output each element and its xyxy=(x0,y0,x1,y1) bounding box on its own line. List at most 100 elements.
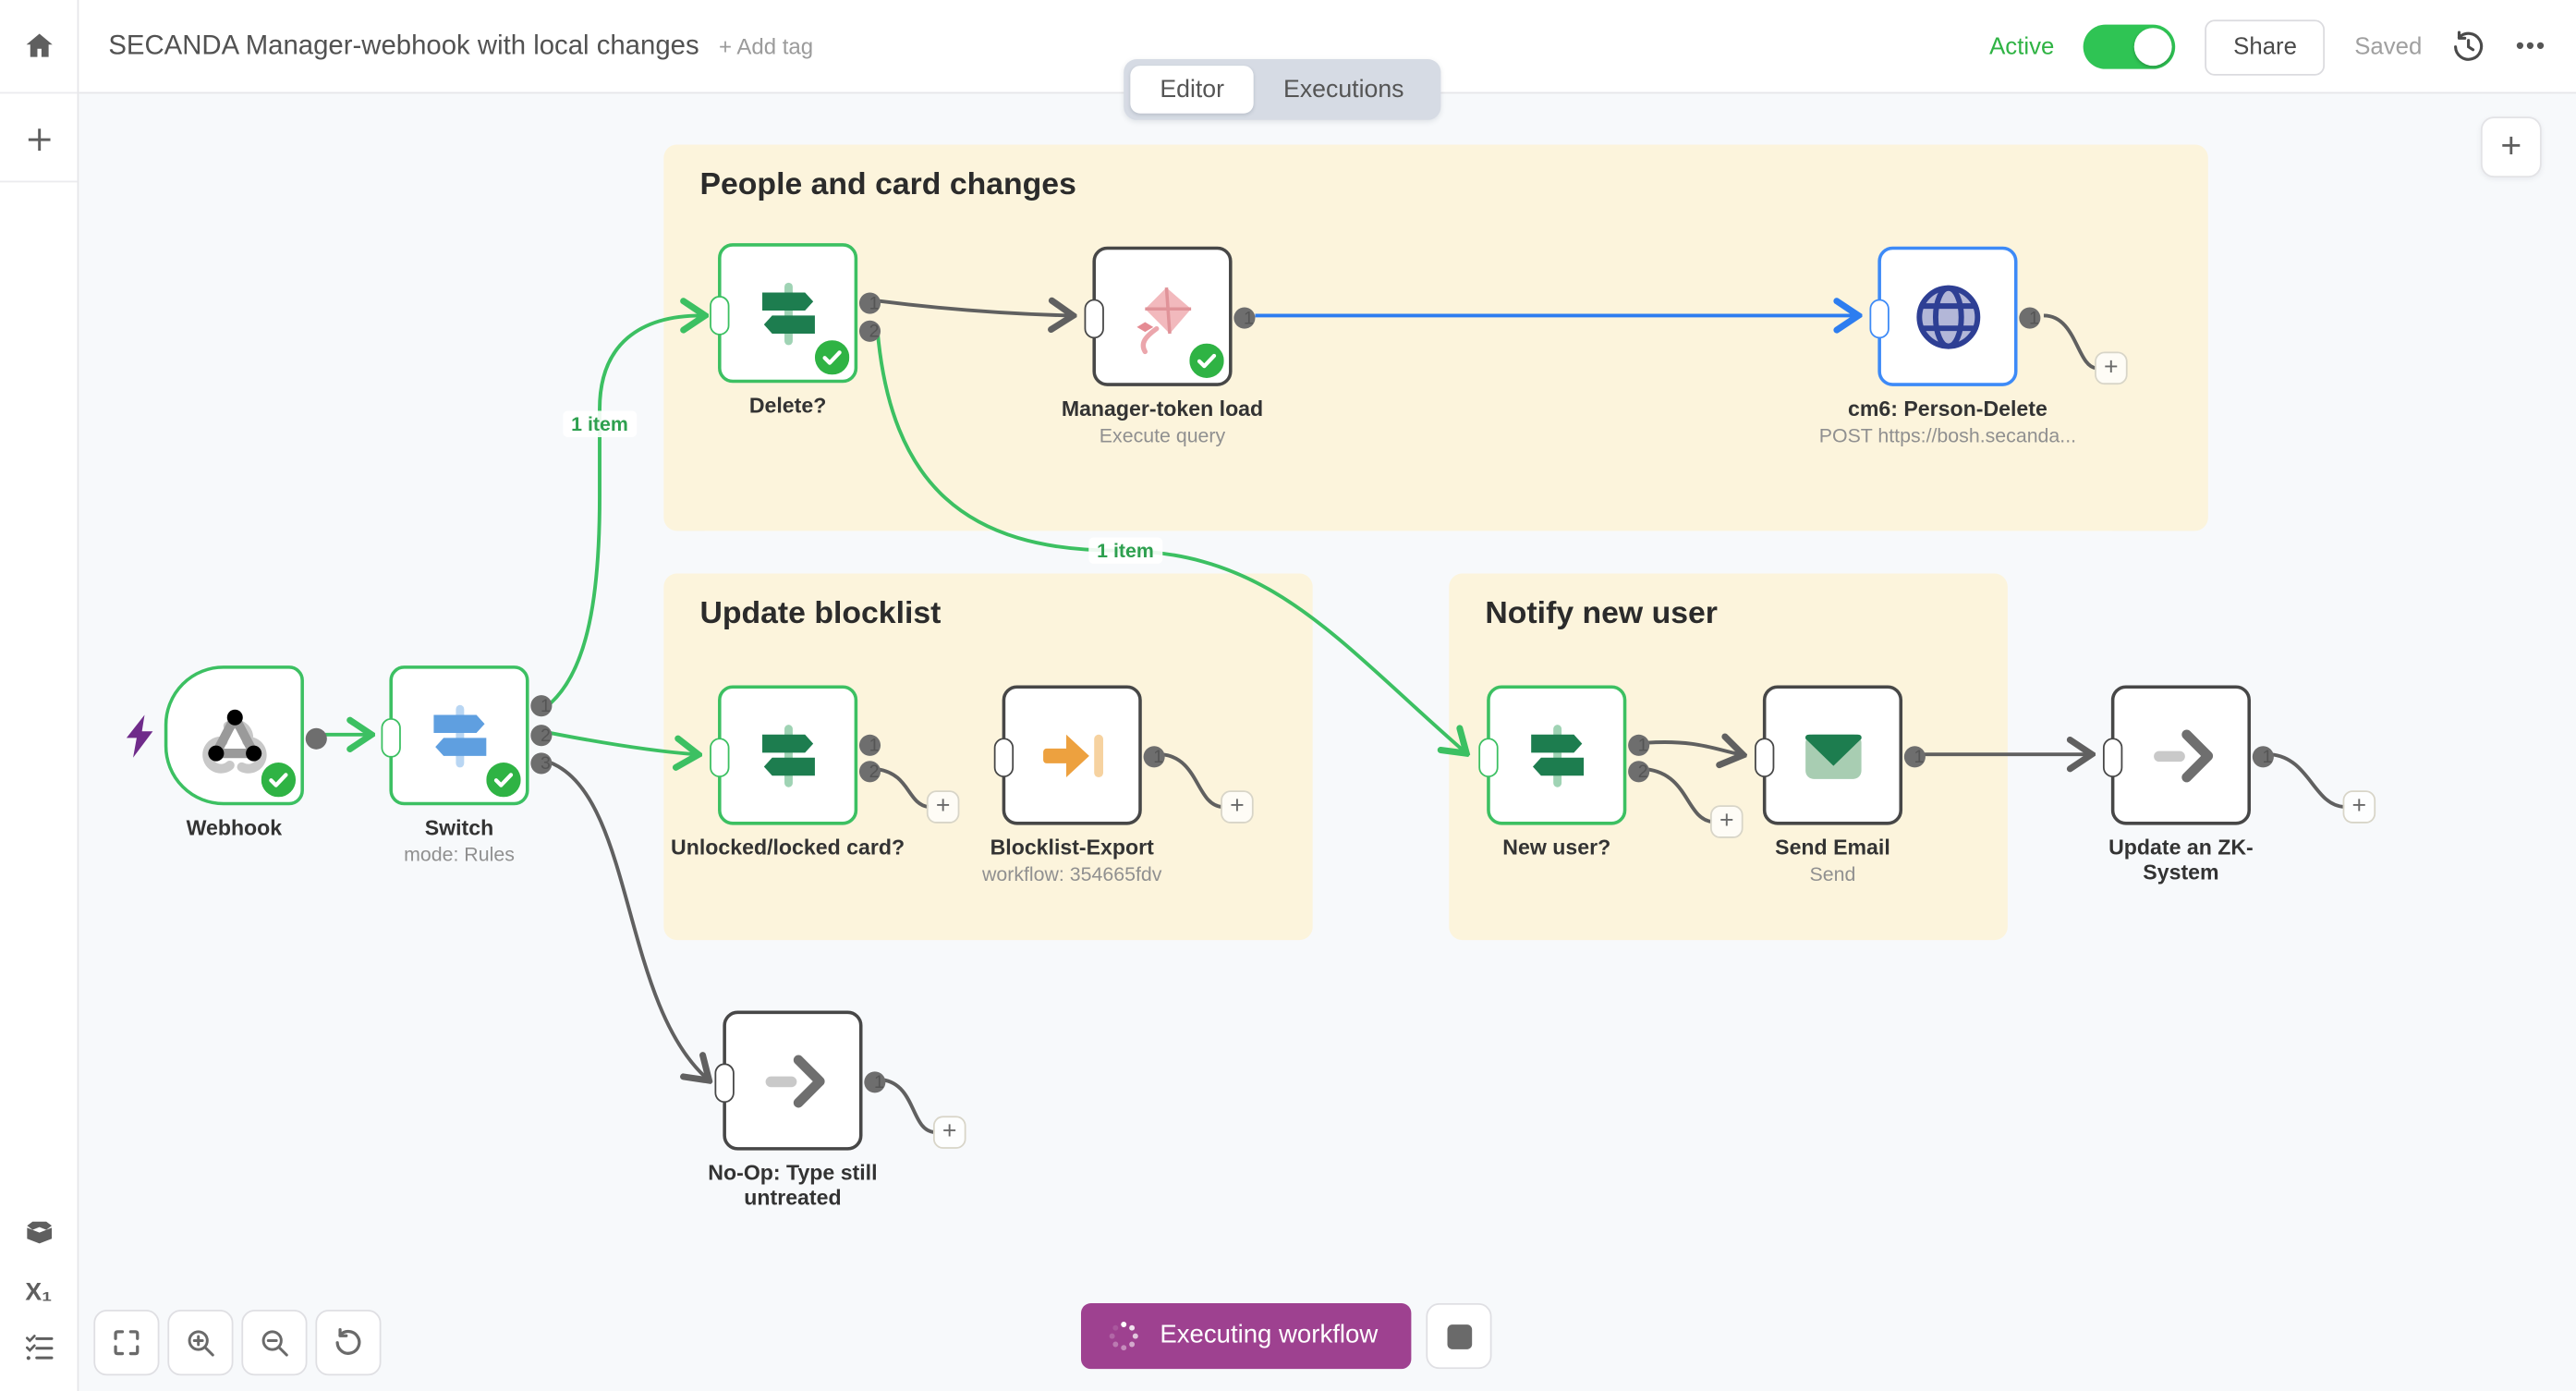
active-label: Active xyxy=(1989,33,2055,60)
wire-switch2-unlocked[interactable] xyxy=(550,731,695,754)
output-port[interactable] xyxy=(1143,746,1165,768)
executing-workflow-button[interactable]: Executing workflow xyxy=(1080,1303,1411,1370)
workflow-canvas[interactable]: People and card changes Update blocklist… xyxy=(79,93,2576,1391)
input-port[interactable] xyxy=(1869,299,1889,339)
items-count-label: 1 item xyxy=(1088,537,1162,564)
node-webhook[interactable]: Webhook xyxy=(164,665,327,840)
home-button[interactable] xyxy=(0,13,78,79)
output-port[interactable] xyxy=(1233,307,1256,329)
share-button[interactable]: Share xyxy=(2205,18,2326,75)
tab-editor[interactable]: Editor xyxy=(1130,66,1255,114)
output-port[interactable] xyxy=(530,695,553,717)
output-port[interactable] xyxy=(858,734,881,756)
node-name: Switch xyxy=(424,814,494,840)
input-port[interactable] xyxy=(710,738,730,778)
node-new-user[interactable]: 1 2 New user? xyxy=(1478,685,1650,860)
noop-arrow-icon xyxy=(2153,728,2213,782)
add-connected-node-button[interactable]: + xyxy=(926,790,960,824)
fit-view-button[interactable] xyxy=(93,1310,160,1376)
wire-noop-plus[interactable] xyxy=(881,1078,936,1135)
add-connected-node-button[interactable]: + xyxy=(2095,351,2128,385)
node-blocklist-export[interactable]: 1 Blocklist-Export workflow: 354665fdv xyxy=(982,685,1165,886)
if-signpost-icon xyxy=(761,724,815,787)
reset-zoom-icon xyxy=(335,1328,361,1355)
sticky-note-update-blocklist[interactable]: Update blocklist xyxy=(663,573,1313,941)
add-tag-button[interactable]: + Add tag xyxy=(718,33,814,59)
templates-button[interactable] xyxy=(0,1200,78,1265)
output-port[interactable] xyxy=(858,761,881,783)
wire-unlocked2-plus[interactable] xyxy=(877,767,930,809)
add-connected-node-button[interactable]: + xyxy=(2342,790,2376,824)
output-port[interactable] xyxy=(864,1071,886,1093)
input-port[interactable] xyxy=(1478,738,1499,778)
output-port-label: 1 xyxy=(869,736,880,756)
active-toggle[interactable] xyxy=(2084,24,2176,69)
zoom-in-button[interactable] xyxy=(167,1310,234,1376)
output-port[interactable] xyxy=(530,725,553,747)
fit-view-icon xyxy=(114,1330,140,1356)
zoom-out-button[interactable] xyxy=(241,1310,308,1376)
wire-delete2-newuser[interactable] xyxy=(875,328,1464,751)
output-port[interactable] xyxy=(1903,746,1926,768)
variables-button[interactable]: X₁ xyxy=(0,1259,78,1324)
execute-workflow-icon xyxy=(1042,733,1103,777)
output-port-label: 1 xyxy=(869,294,880,314)
tab-executions[interactable]: Executions xyxy=(1283,75,1404,104)
input-port[interactable] xyxy=(1755,738,1775,778)
input-port[interactable] xyxy=(381,718,401,758)
add-connected-node-button[interactable]: + xyxy=(932,1116,966,1149)
node-name: cm6: Person-Delete xyxy=(1848,396,2047,421)
stop-icon xyxy=(1446,1324,1472,1348)
node-delete-question[interactable]: 1 2 Delete? xyxy=(710,243,881,418)
reset-zoom-button[interactable] xyxy=(315,1310,382,1376)
stop-execution-button[interactable] xyxy=(1426,1303,1492,1370)
node-subtitle: workflow: 354665fdv xyxy=(981,863,1162,886)
add-node-button[interactable]: + xyxy=(2480,116,2542,178)
wire-switch1-delete[interactable] xyxy=(549,315,702,705)
workflow-title[interactable]: SECANDA Manager-webhook with local chang… xyxy=(108,30,699,60)
wire-updatezk-plus[interactable] xyxy=(2270,752,2345,810)
add-workflow-button[interactable] xyxy=(0,107,78,173)
output-port[interactable] xyxy=(2019,307,2041,329)
node-unlocked-locked-card[interactable]: 1 2 Unlocked/locked card? xyxy=(671,685,905,860)
add-connected-node-button[interactable]: + xyxy=(1710,805,1744,838)
output-port[interactable] xyxy=(1628,761,1650,783)
trigger-bolt-icon xyxy=(126,714,153,758)
node-cm6-person-delete[interactable]: 1 cm6: Person-Delete POST https://bosh.s… xyxy=(1819,246,2076,447)
input-port[interactable] xyxy=(993,738,1015,778)
history-icon xyxy=(2454,31,2484,61)
input-port[interactable] xyxy=(714,1063,735,1104)
output-port-label: 2 xyxy=(869,322,880,342)
output-port[interactable] xyxy=(2252,746,2274,768)
output-port-label: 1 xyxy=(2028,309,2039,329)
workflow-history-button[interactable] xyxy=(2451,30,2485,64)
input-port[interactable] xyxy=(2102,738,2123,778)
node-name: Webhook xyxy=(186,814,283,840)
output-port-label: 2 xyxy=(1637,763,1648,783)
more-options-button[interactable]: ••• xyxy=(2515,32,2547,61)
output-port[interactable] xyxy=(1628,734,1650,756)
wire-newuser2-plus[interactable] xyxy=(1646,767,1713,824)
node-update-zk-system[interactable]: 1 Update an ZK-System xyxy=(2102,685,2274,885)
output-port[interactable] xyxy=(305,727,327,750)
executions-list-button[interactable] xyxy=(0,1314,78,1380)
http-globe-icon xyxy=(1915,284,1980,348)
success-badge xyxy=(486,763,521,798)
node-send-email[interactable]: 1 Send Email Send xyxy=(1755,685,1926,886)
input-port[interactable] xyxy=(710,296,730,336)
wire-blocklist-plus[interactable] xyxy=(1160,752,1223,809)
output-port[interactable] xyxy=(858,320,881,342)
output-port[interactable] xyxy=(530,752,553,775)
output-port[interactable] xyxy=(858,292,881,314)
input-port[interactable] xyxy=(1084,299,1104,339)
add-connected-node-button[interactable]: + xyxy=(1221,790,1254,824)
node-switch[interactable]: 1 2 3 Switch mode: Rules xyxy=(381,665,553,867)
wire-cm6-plus[interactable] xyxy=(2043,313,2097,371)
templates-box-icon xyxy=(26,1221,52,1244)
node-manager-token-load[interactable]: 1 Manager-token load Execute query xyxy=(1062,246,1263,447)
wire-switch3-noop[interactable] xyxy=(549,761,707,1078)
sidebar-divider xyxy=(0,180,78,183)
wire-newuser1-sendemail[interactable] xyxy=(1646,742,1740,754)
node-noop-untreated[interactable]: 1 No-Op: Type still untreated xyxy=(708,1010,886,1210)
wire-delete1-manager[interactable] xyxy=(877,300,1070,315)
